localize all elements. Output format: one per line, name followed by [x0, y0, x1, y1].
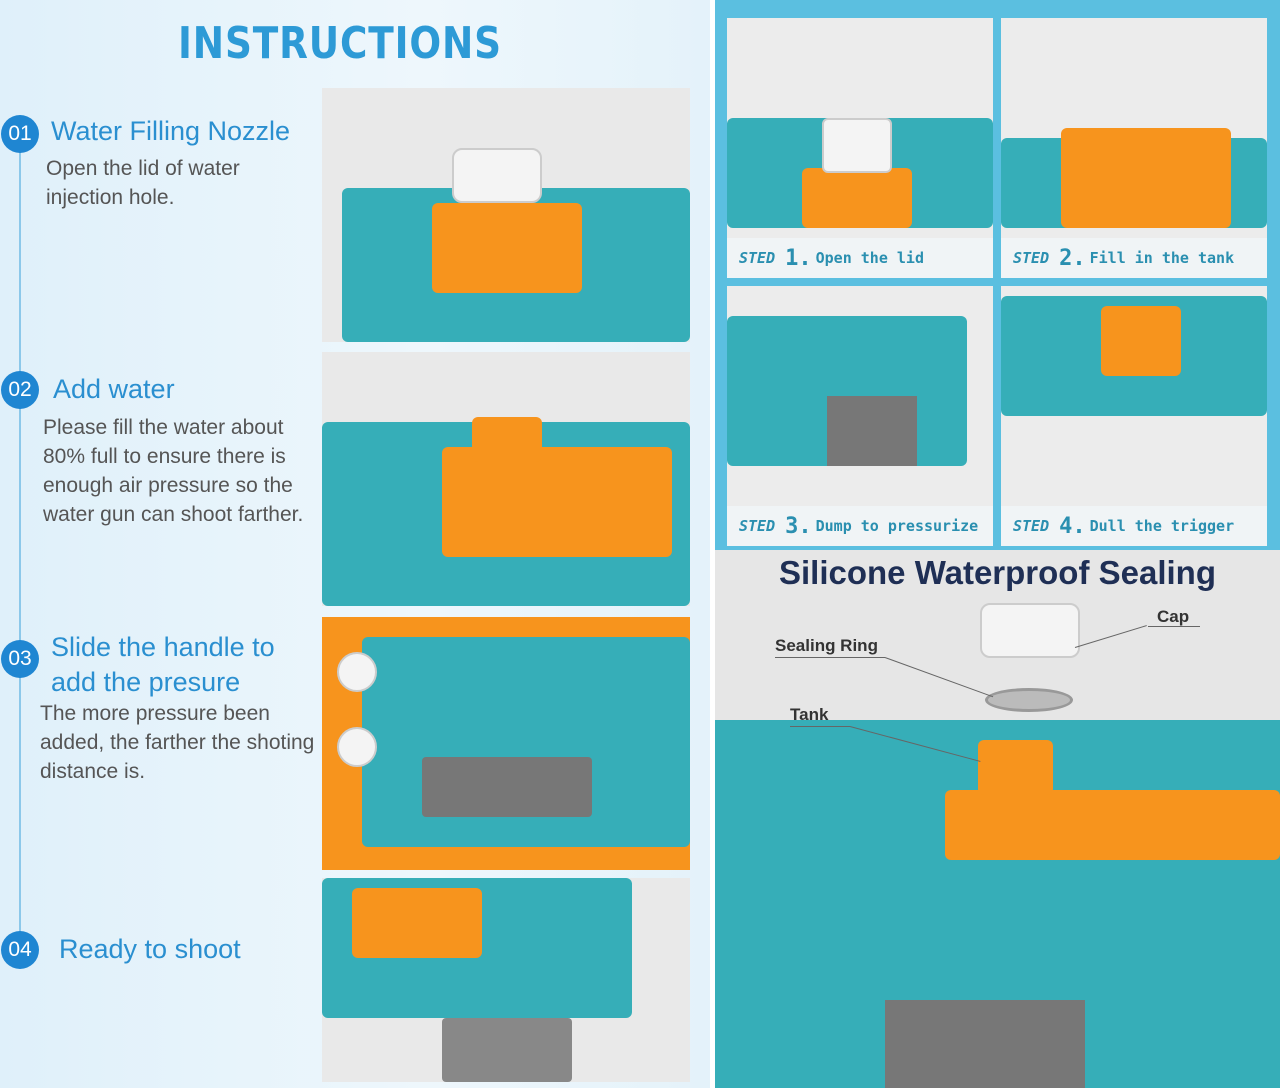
photo-slide-handle	[322, 617, 690, 870]
leader-line	[775, 657, 885, 658]
step-description: Open the lid of water injection hole.	[46, 157, 240, 209]
tank-neck	[978, 740, 1053, 795]
step-number: 04	[1, 931, 39, 969]
cap-illustration	[980, 603, 1080, 658]
step-number: 02	[1, 371, 39, 409]
step-number: 03	[1, 640, 39, 678]
cap-label: Cap	[1157, 607, 1190, 626]
step-title: Slide the handle to add the presure	[51, 632, 275, 697]
tank-label: Tank	[790, 705, 829, 724]
tank-body	[945, 790, 1280, 860]
sealing-ring-illustration	[985, 688, 1073, 712]
grip	[885, 1000, 1085, 1088]
step-description: Please fill the water about 80% full to …	[43, 416, 304, 526]
timeline-line	[19, 140, 21, 960]
step-title: Ready to shoot	[59, 934, 241, 964]
step-title: Water Filling Nozzle	[51, 116, 291, 146]
step-number: 01	[1, 115, 39, 153]
photo-ready	[322, 878, 690, 1082]
instructions-title: INSTRUCTIONS	[178, 18, 502, 69]
leader-line	[1148, 626, 1200, 627]
step-description: The more pressure been added, the farthe…	[40, 702, 315, 783]
sealing-ring-label: Sealing Ring	[775, 636, 878, 655]
photo-nozzle	[322, 88, 690, 342]
photo-add-water	[322, 352, 690, 606]
sealing-title: Silicone Waterproof Sealing	[778, 554, 1216, 591]
leader-line	[790, 726, 850, 727]
step-title: Add water	[53, 374, 175, 404]
